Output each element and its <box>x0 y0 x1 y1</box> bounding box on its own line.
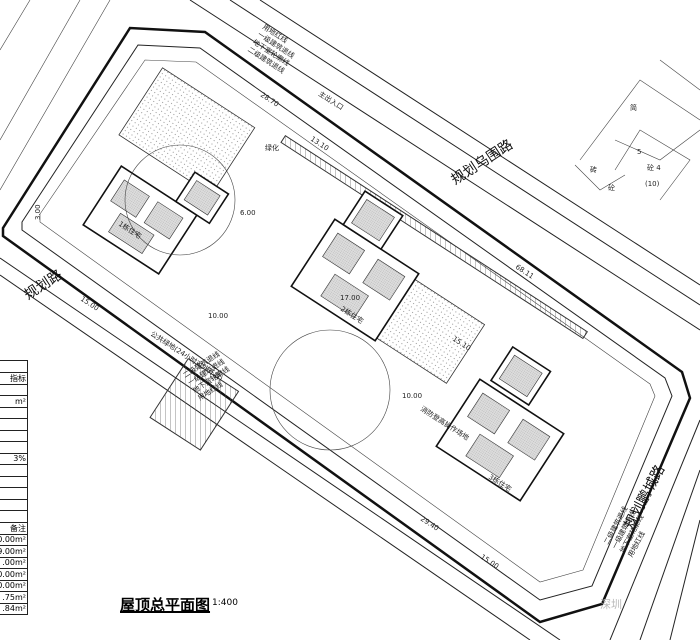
annotation: 主出入口 <box>317 89 345 112</box>
parking-strip <box>280 134 588 340</box>
neighbor-label: (10) <box>645 180 660 188</box>
neighbor-label: 砼 <box>608 183 615 192</box>
dimension: 10.00 <box>402 392 422 400</box>
building-3 <box>435 345 565 502</box>
neighbor-label: 简 <box>630 103 637 112</box>
neighbor-label: 砼 4 <box>647 163 661 172</box>
dimension: 3.00 <box>34 204 42 220</box>
neighbor-label: 砖 <box>590 165 597 174</box>
drawing-title: 屋顶总平面图 <box>120 596 211 614</box>
building-zone <box>118 67 588 451</box>
dimension: 6.00 <box>240 209 256 217</box>
neighbor-label: 5 <box>637 148 641 156</box>
setback-line <box>21 44 673 601</box>
courtyard-hatch <box>118 67 256 196</box>
dimension: 29.40 <box>419 515 440 533</box>
public-greenspace <box>149 358 240 451</box>
neighbor-buildings <box>574 59 700 201</box>
dimension: 17.00 <box>340 294 360 302</box>
fire-turning-arc <box>269 329 391 451</box>
dimension: 10.00 <box>208 312 228 320</box>
annotation: 绿化 <box>265 143 279 152</box>
building-1 <box>82 165 230 275</box>
site-boundary <box>1 26 692 624</box>
drawing-scale: 1:400 <box>212 598 238 608</box>
building-2 <box>290 190 420 342</box>
dimension: 15.00 <box>479 553 500 571</box>
road-name-north: 规划乌围路 <box>448 137 515 189</box>
dimension: 28.70 <box>259 91 280 109</box>
watermark: 深圳 <box>600 598 622 611</box>
